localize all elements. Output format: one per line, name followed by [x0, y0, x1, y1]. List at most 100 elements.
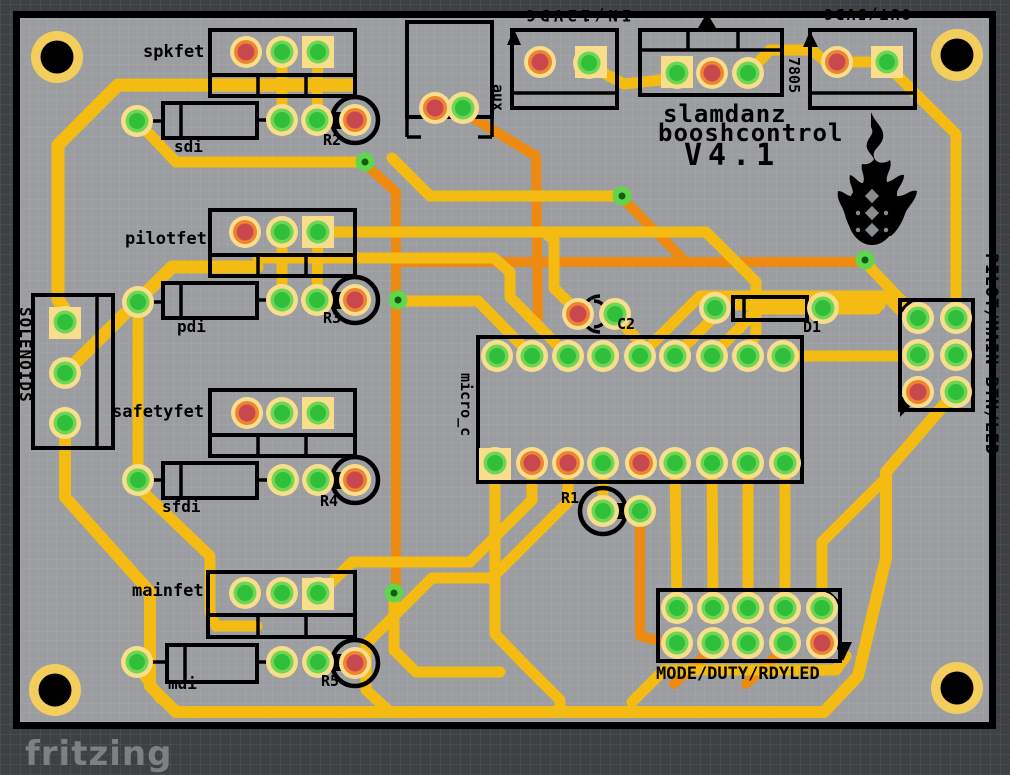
- label-pdi[interactable]: pdi: [177, 317, 206, 336]
- pad-green[interactable]: [948, 384, 964, 400]
- pad-red[interactable]: [237, 43, 255, 61]
- copper-trace-top[interactable]: [312, 226, 762, 358]
- silkscreen-outline[interactable]: [808, 28, 917, 110]
- label-mdi[interactable]: mdi: [168, 674, 197, 693]
- pad-green[interactable]: [595, 455, 611, 471]
- pad-green[interactable]: [607, 306, 623, 322]
- pad-red[interactable]: [346, 654, 364, 672]
- pad-green[interactable]: [705, 635, 721, 651]
- copper-trace-top[interactable]: [360, 461, 574, 716]
- pad-green[interactable]: [57, 415, 73, 431]
- pad-green[interactable]: [524, 348, 540, 364]
- pad-green[interactable]: [705, 600, 721, 616]
- label-safetyfet[interactable]: safetyfet: [112, 402, 205, 422]
- pad-red[interactable]: [531, 53, 549, 71]
- pad-green[interactable]: [129, 654, 145, 670]
- pad-green[interactable]: [455, 100, 471, 116]
- label-r4[interactable]: R4: [320, 492, 339, 510]
- pad-green[interactable]: [274, 44, 290, 60]
- copper-trace-top[interactable]: [538, 226, 584, 318]
- pad-green[interactable]: [310, 405, 326, 421]
- pad-green[interactable]: [274, 224, 290, 240]
- pad-green[interactable]: [632, 503, 648, 519]
- pad-green[interactable]: [487, 455, 503, 471]
- pad-green[interactable]: [815, 300, 831, 316]
- copper-trace-top[interactable]: [388, 590, 506, 678]
- silkscreen-outline[interactable]: [161, 101, 259, 140]
- pad-red[interactable]: [813, 634, 831, 652]
- copper-trace-top[interactable]: [131, 115, 366, 168]
- pad-green[interactable]: [910, 310, 926, 326]
- pad-green[interactable]: [704, 455, 720, 471]
- pad-green[interactable]: [310, 472, 326, 488]
- copper-trace-bottom[interactable]: [360, 159, 401, 595]
- pad-green[interactable]: [948, 347, 964, 363]
- pad-green[interactable]: [669, 600, 685, 616]
- pad-red[interactable]: [346, 471, 364, 489]
- copper-trace-top[interactable]: [398, 295, 538, 362]
- pad-green[interactable]: [237, 585, 253, 601]
- pad-red[interactable]: [346, 291, 364, 309]
- label-pilot-main-btn-led[interactable]: PILOT/MAIN BTN/LED: [981, 253, 1001, 456]
- silkscreen-outline[interactable]: [161, 461, 259, 500]
- pad-green[interactable]: [274, 405, 290, 421]
- pad-green[interactable]: [740, 348, 756, 364]
- copper-trace-top[interactable]: [386, 152, 624, 202]
- label-mainfet[interactable]: mainfet: [132, 581, 204, 601]
- pad-green[interactable]: [274, 292, 290, 308]
- label-solenoids[interactable]: SOLENOIDS: [16, 307, 35, 403]
- silkscreen-outline[interactable]: [510, 28, 619, 110]
- pad-green[interactable]: [595, 503, 611, 519]
- copper-trace-bottom[interactable]: [458, 107, 543, 323]
- pad-green[interactable]: [310, 585, 326, 601]
- pad-red[interactable]: [346, 111, 364, 129]
- label-pilotfet[interactable]: pilotfet: [125, 229, 207, 249]
- pad-green[interactable]: [667, 455, 683, 471]
- pad-red[interactable]: [632, 454, 650, 472]
- pad-green[interactable]: [310, 224, 326, 240]
- pad-green[interactable]: [309, 112, 325, 128]
- label-sdi[interactable]: sdi: [174, 137, 203, 156]
- pad-green[interactable]: [740, 635, 756, 651]
- pad-green[interactable]: [667, 348, 683, 364]
- silkscreen-outline[interactable]: [476, 335, 804, 484]
- pad-green[interactable]: [130, 294, 146, 310]
- copper-trace-top[interactable]: [816, 474, 890, 610]
- silkscreen-outline[interactable]: [206, 613, 357, 639]
- copper-trace-top[interactable]: [878, 56, 962, 318]
- pad-red[interactable]: [828, 53, 846, 71]
- label-r3[interactable]: R3: [323, 309, 342, 327]
- pad-green[interactable]: [310, 44, 326, 60]
- label-aux[interactable]: aux: [489, 84, 507, 112]
- pad-green[interactable]: [879, 54, 895, 70]
- silkscreen-outline[interactable]: [208, 253, 357, 278]
- pad-green[interactable]: [740, 455, 756, 471]
- pad-green[interactable]: [910, 347, 926, 363]
- pad-green[interactable]: [309, 292, 325, 308]
- pad-green[interactable]: [581, 55, 597, 71]
- pad-red[interactable]: [236, 223, 254, 241]
- pad-green[interactable]: [129, 113, 145, 129]
- silkscreen-outline[interactable]: [161, 281, 259, 320]
- label-in-12vdc[interactable]: IN/12VDC: [522, 6, 632, 25]
- silkscreen-outline[interactable]: [208, 73, 357, 98]
- pad-green[interactable]: [274, 112, 290, 128]
- copper-trace-top[interactable]: [59, 392, 956, 718]
- label-micro-c[interactable]: micro_c: [457, 373, 475, 437]
- pad-red[interactable]: [238, 404, 256, 422]
- pad-red[interactable]: [426, 99, 444, 117]
- pad-green[interactable]: [704, 348, 720, 364]
- pad-green[interactable]: [57, 314, 73, 330]
- pad-green[interactable]: [777, 635, 793, 651]
- pad-red[interactable]: [909, 383, 927, 401]
- pad-red[interactable]: [569, 305, 587, 323]
- label-sfdi[interactable]: sfdi: [162, 497, 201, 516]
- pad-green[interactable]: [595, 348, 611, 364]
- pad-red[interactable]: [703, 64, 721, 82]
- copper-trace-top[interactable]: [252, 252, 574, 362]
- silkscreen-outline[interactable]: [638, 28, 784, 97]
- pad-green[interactable]: [814, 600, 830, 616]
- pad-green[interactable]: [275, 472, 291, 488]
- label-r1[interactable]: R1: [561, 489, 580, 507]
